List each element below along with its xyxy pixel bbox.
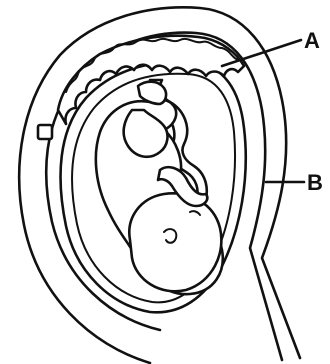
label-b: B [307, 172, 323, 194]
label-a: A [304, 30, 320, 52]
placenta-knob [38, 125, 52, 139]
fetal-head [129, 193, 221, 291]
